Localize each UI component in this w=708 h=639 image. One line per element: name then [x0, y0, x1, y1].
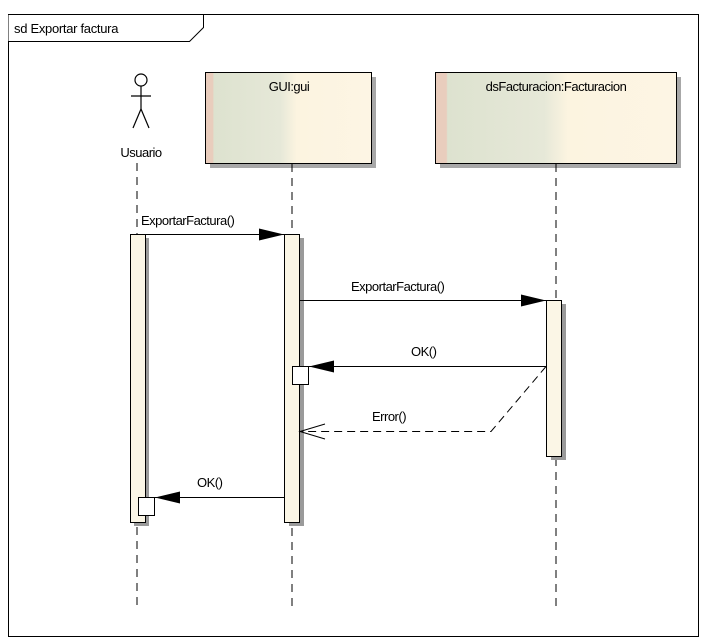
message-2: ExportarFactura() — [300, 279, 546, 307]
actor-usuario: Usuario — [120, 73, 162, 160]
message-4-line — [300, 366, 547, 432]
message-1-label: ExportarFactura() — [141, 213, 235, 228]
message-3: OK() — [292, 344, 546, 385]
message-2-label: ExportarFactura() — [351, 279, 445, 294]
message-2-arrowhead — [521, 294, 546, 307]
nested-activation-actor — [138, 497, 155, 516]
lifeline-facturacion: dsFacturacion:Facturacion — [435, 72, 681, 168]
activation-facturacion — [546, 300, 562, 457]
message-5-label: OK() — [197, 475, 223, 490]
message-1-arrowhead — [259, 228, 284, 241]
actor-leg-left — [132, 108, 142, 129]
message-3-label: OK() — [411, 344, 437, 359]
activation-actor — [130, 234, 146, 523]
actor-leg-right — [140, 108, 150, 129]
frame-title: sd Exportar factura — [14, 21, 119, 36]
diagram-frame — [8, 14, 699, 637]
message-4: Error() — [298, 366, 547, 440]
lifeline-facturacion-box — [435, 72, 677, 164]
message-5: OK() — [138, 475, 284, 516]
message-4-label: Error() — [372, 409, 406, 424]
actor-head — [134, 73, 148, 87]
lifeline-gui-box — [205, 72, 372, 164]
actor-label: Usuario — [120, 145, 162, 160]
lifeline-gui-label: GUI:gui — [269, 79, 310, 94]
lifeline-gui: GUI:gui — [205, 72, 376, 168]
message-3-arrowhead — [309, 360, 334, 373]
message-5-arrowhead — [155, 491, 180, 504]
message-4-arrowhead — [298, 423, 326, 440]
frame-title-tab — [8, 14, 204, 42]
lifeline-facturacion-label: dsFacturacion:Facturacion — [486, 79, 627, 94]
message-1: ExportarFactura() — [141, 213, 284, 241]
nested-activation-gui — [292, 366, 309, 385]
